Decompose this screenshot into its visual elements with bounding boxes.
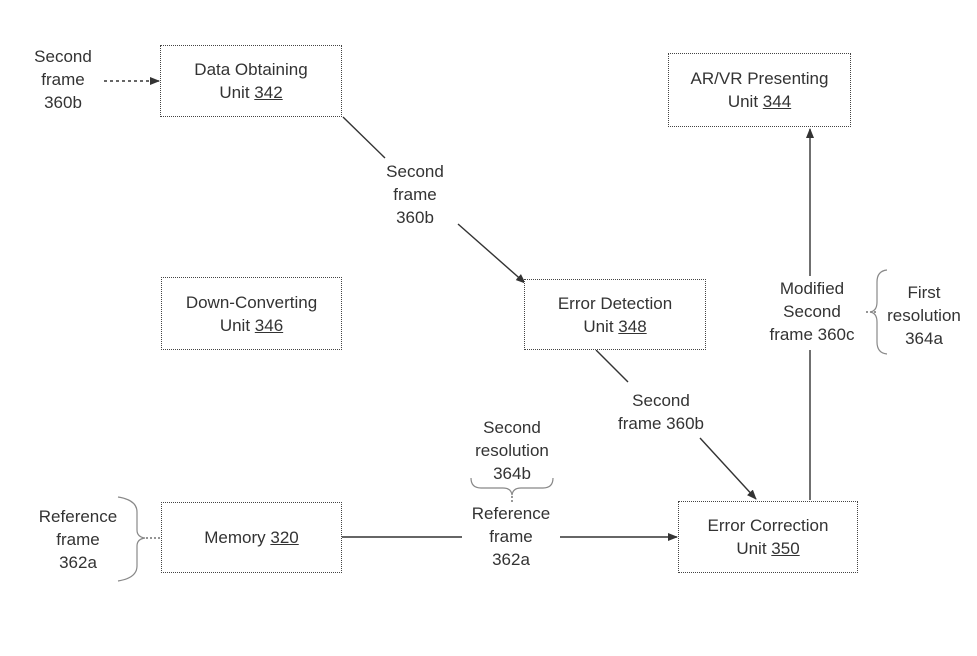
arrow-detection-to-correction-a bbox=[595, 349, 629, 383]
down-converting-title: Down-Converting bbox=[185, 292, 318, 312]
down-converting-unit: Down-Converting Unit 346 bbox=[161, 277, 342, 350]
arvr-presenting-unit: AR/VR Presenting Unit 344 bbox=[668, 53, 851, 127]
arvr-ref: 344 bbox=[762, 92, 792, 111]
data-obtaining-unit: Data Obtaining Unit 342 bbox=[160, 45, 342, 117]
data-obtaining-ref: 342 bbox=[254, 83, 283, 102]
memory-label: Memory bbox=[204, 528, 271, 547]
first-resolution-bracket bbox=[869, 269, 888, 355]
error-detection-title: Error Detection bbox=[557, 293, 673, 313]
error-correction-ref: 350 bbox=[771, 539, 800, 558]
arvr-unit-label: Unit bbox=[727, 92, 763, 111]
input-second-frame-label: Second frame 360b bbox=[22, 45, 104, 114]
second-resolution-label: Second resolution 364b bbox=[475, 418, 549, 483]
second-frame-lower-label: Second frame 360b bbox=[606, 389, 716, 435]
modified-second-frame-label: Modified Second frame 360c bbox=[760, 277, 864, 346]
data-obtaining-title: Data Obtaining bbox=[194, 60, 308, 79]
error-detection-unit: Error Detection Unit 348 bbox=[524, 279, 706, 350]
second-resolution-bracket bbox=[470, 477, 554, 496]
reference-frame-left-label: Reference frame 362a bbox=[38, 507, 118, 572]
arrow-detection-to-correction-b bbox=[699, 437, 757, 500]
data-obtaining-unit-label: Unit bbox=[219, 83, 255, 102]
error-correction-unit: Error Correction Unit 350 bbox=[678, 501, 858, 573]
second-frame-mid-label: Second frame 360b bbox=[374, 160, 456, 229]
error-detection-ref: 348 bbox=[618, 316, 647, 336]
down-converting-unit-label: Unit bbox=[219, 315, 255, 335]
arrow-obtaining-to-detection-a bbox=[342, 116, 386, 159]
error-correction-unit-label: Unit bbox=[736, 539, 772, 558]
error-detection-unit-label: Unit bbox=[583, 316, 619, 336]
first-resolution-label: First resolution 364a bbox=[887, 283, 961, 348]
error-correction-title: Error Correction bbox=[707, 516, 829, 535]
reference-frame-mid-label: Reference frame 362a bbox=[463, 502, 559, 571]
memory-unit: Memory 320 bbox=[161, 502, 342, 573]
reference-frame-bracket bbox=[117, 496, 146, 582]
memory-ref: 320 bbox=[270, 528, 299, 547]
arvr-presenting-title: AR/VR Presenting bbox=[690, 69, 829, 88]
down-converting-ref: 346 bbox=[254, 315, 284, 335]
arrow-obtaining-to-detection-b bbox=[457, 223, 526, 284]
